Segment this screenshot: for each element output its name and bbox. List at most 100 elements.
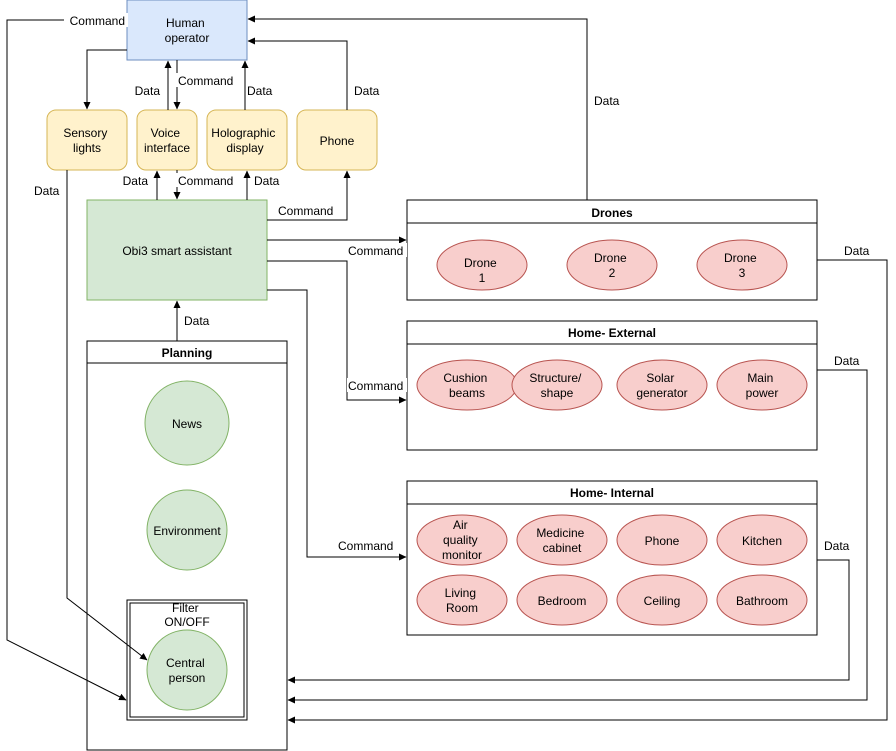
edge-obi3-to-home-external <box>267 260 407 404</box>
structure-shape-line-1: Structure/ <box>529 371 582 385</box>
label-command-drones: Command <box>348 244 403 258</box>
label-data-voice-top: Data <box>135 84 161 98</box>
svg-text:Kitchen: Kitchen <box>742 534 782 548</box>
edge-drones-to-planning <box>287 259 888 724</box>
label-command-voice-top: Command <box>178 74 233 88</box>
holographic-display-node[interactable]: Holographic display <box>206 109 288 171</box>
kitchen-label: Kitchen <box>742 534 782 548</box>
svg-text:Bathroom: Bathroom <box>736 594 788 608</box>
svg-text:Drone 1: Drone 1 <box>464 256 500 285</box>
air-quality-line-3: monitor <box>442 548 482 562</box>
svg-text:Phone: Phone <box>645 534 680 548</box>
cushion-beams-line-1: Cushion <box>443 371 487 385</box>
svg-text:Structure/ shape: Structure/ shape <box>529 371 584 400</box>
holographic-display-line-1: Holographic <box>211 126 275 140</box>
edge-operator-to-sensory <box>83 49 127 110</box>
label-command-home-internal: Command <box>338 539 393 553</box>
svg-text:Drone 3: Drone 3 <box>724 251 760 280</box>
human-operator-line-2: operator <box>165 31 210 45</box>
medicine-cabinet-line-2: cabinet <box>543 541 582 555</box>
news-node[interactable]: News <box>144 380 230 466</box>
solar-generator-node[interactable]: Solar generator <box>616 359 708 411</box>
svg-text:Solar generator: Solar generator <box>636 371 687 400</box>
living-room-line-1: Living <box>445 586 476 600</box>
drones-title: Drones <box>591 206 633 220</box>
medicine-cabinet-node[interactable]: Medicine cabinet <box>516 514 608 566</box>
drone-2-line-2: 2 <box>609 266 616 280</box>
main-power-line-2: power <box>746 386 779 400</box>
edge-sensory-to-central-person <box>66 170 148 661</box>
central-person-node[interactable]: Central person <box>146 629 228 711</box>
filter-line-1: Filter <box>172 601 199 615</box>
sensory-lights-line-2: lights <box>73 141 101 155</box>
label-data-planning: Data <box>184 314 210 328</box>
cushion-beams-line-2: beams <box>449 386 485 400</box>
label-data-phone: Data <box>354 84 380 98</box>
voice-interface-line-2: interface <box>144 141 190 155</box>
svg-text:Drone 2: Drone 2 <box>594 251 630 280</box>
kitchen-node[interactable]: Kitchen <box>716 514 808 566</box>
bedroom-label: Bedroom <box>538 594 587 608</box>
label-data-holo-top: Data <box>247 84 273 98</box>
solar-generator-line-2: generator <box>636 386 687 400</box>
svg-text:Main power: Main power <box>746 371 779 400</box>
home-internal-title: Home- Internal <box>570 486 654 500</box>
label-command-operator: Command <box>70 14 125 28</box>
phone-device-line-1: Phone <box>320 134 355 148</box>
svg-text:Cushion beams: Cushion beams <box>443 371 490 400</box>
phone-room-node[interactable]: Phone <box>616 514 708 566</box>
phone-device-node[interactable]: Phone <box>296 109 378 171</box>
edge-obi3-to-phone <box>267 170 351 221</box>
svg-text:Living Room: Living Room <box>445 586 480 615</box>
label-command-home-external: Command <box>348 379 403 393</box>
edge-home-external-to-planning <box>287 369 868 704</box>
filter-label: Filter ON/OFF <box>164 601 209 629</box>
ceiling-node[interactable]: Ceiling <box>616 574 708 626</box>
voice-interface-node[interactable]: Voice interface <box>136 109 198 171</box>
edge-home-internal-to-planning <box>287 559 850 684</box>
central-person-line-1: Central <box>166 656 205 670</box>
sensory-lights-node[interactable]: Sensory lights <box>46 109 128 171</box>
label-data-sensory: Data <box>34 184 60 198</box>
ceiling-label: Ceiling <box>644 594 681 608</box>
phone-room-label: Phone <box>645 534 680 548</box>
svg-text:Human operator: Human operator <box>165 16 210 45</box>
cushion-beams-node[interactable]: Cushion beams <box>416 359 518 411</box>
svg-text:News: News <box>172 417 202 431</box>
bedroom-node[interactable]: Bedroom <box>516 574 608 626</box>
bathroom-node[interactable]: Bathroom <box>716 574 808 626</box>
obi3-assistant-node[interactable]: Obi3 smart assistant <box>86 199 268 301</box>
drone-1-node[interactable]: Drone 1 <box>436 239 528 291</box>
living-room-node[interactable]: Living Room <box>416 574 508 626</box>
voice-interface-line-1: Voice <box>151 126 181 140</box>
drone-3-line-1: Drone <box>724 251 757 265</box>
solar-generator-line-1: Solar <box>646 371 674 385</box>
label-data-home-internal: Data <box>824 539 850 553</box>
svg-text:Ceiling: Ceiling <box>644 594 681 608</box>
drone-2-line-1: Drone <box>594 251 627 265</box>
human-operator-node[interactable]: Human operator <box>126 0 248 61</box>
environment-node[interactable]: Environment <box>146 489 228 571</box>
label-command-voice-bottom: Command <box>178 174 233 188</box>
obi3-label: Obi3 smart assistant <box>122 244 232 258</box>
human-operator-line-1: Human <box>166 16 205 30</box>
svg-text:Holographic display: Holographic display <box>211 126 278 155</box>
living-room-line-2: Room <box>446 601 478 615</box>
label-data-holo-bottom: Data <box>254 174 280 188</box>
edge-drones-to-operator <box>247 15 588 200</box>
svg-text:Sensory lights: Sensory lights <box>63 126 110 155</box>
label-data-home-external: Data <box>834 354 860 368</box>
svg-text:Voice interface: Voice interface <box>144 126 190 155</box>
bathroom-label: Bathroom <box>736 594 788 608</box>
structure-shape-line-2: shape <box>541 386 574 400</box>
structure-shape-node[interactable]: Structure/ shape <box>511 359 603 411</box>
main-power-node[interactable]: Main power <box>716 359 808 411</box>
drone-3-node[interactable]: Drone 3 <box>696 239 788 291</box>
svg-text:Central person: Central person <box>166 656 208 685</box>
label-data-voice-bottom: Data <box>123 174 149 188</box>
drone-1-line-2: 1 <box>479 271 486 285</box>
svg-text:Phone: Phone <box>320 134 355 148</box>
air-quality-monitor-node[interactable]: Air quality monitor <box>416 514 508 566</box>
drone-2-node[interactable]: Drone 2 <box>566 239 658 291</box>
